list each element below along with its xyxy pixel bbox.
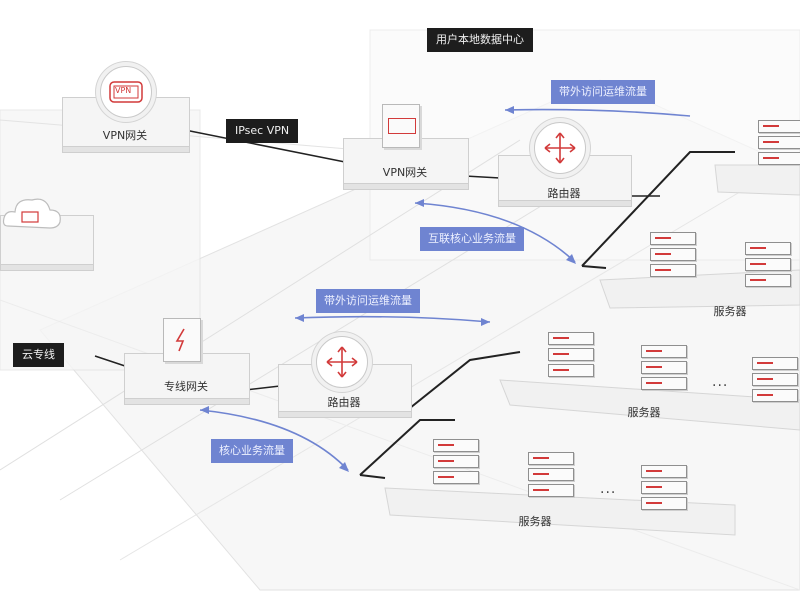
lightning-icon bbox=[175, 328, 185, 352]
router-bottom-icon bbox=[316, 336, 368, 388]
flow-mid-mgmt: 带外访问运维流量 bbox=[316, 289, 420, 313]
vpn-appliance-icon bbox=[382, 104, 420, 148]
server-bottom-c bbox=[641, 465, 687, 513]
dedicated-gateway-icon bbox=[163, 318, 201, 362]
cloud-link-tag: 云专线 bbox=[13, 343, 64, 367]
ipsec-vpn-tag: IPsec VPN bbox=[226, 119, 299, 143]
vpn-icon-text: VPN bbox=[115, 86, 132, 95]
vpn-symbol-icon bbox=[109, 81, 143, 103]
server-mid-b bbox=[641, 345, 687, 393]
datacenter-tag: 用户本地数据中心 bbox=[427, 28, 533, 52]
vpn-gateway-icon: VPN bbox=[100, 66, 152, 118]
flow-top-core: 互联核心业务流量 bbox=[420, 227, 524, 251]
cloud-icon bbox=[2, 198, 61, 229]
flow-top-mgmt: 带外访问运维流量 bbox=[551, 80, 655, 104]
router-bottom-label: 路由器 bbox=[327, 396, 361, 409]
servers-top-label: 服务器 bbox=[713, 305, 747, 318]
vpn-gateway-right-label: VPN网关 bbox=[382, 166, 428, 179]
vpn-gateway-left-label: VPN网关 bbox=[102, 129, 148, 142]
flow-bottom-core: 核心业务流量 bbox=[211, 439, 293, 463]
router-arrows-icon bbox=[544, 132, 576, 164]
servers-bottom-ellipsis: ··· bbox=[600, 485, 617, 501]
servers-mid-ellipsis: ··· bbox=[712, 378, 729, 394]
servers-bottom-label: 服务器 bbox=[518, 515, 552, 528]
vpn-screen-icon bbox=[388, 118, 416, 134]
router-top-icon bbox=[534, 122, 586, 174]
server-bottom-a bbox=[433, 439, 479, 487]
router-arrows-icon-2 bbox=[326, 346, 358, 378]
server-top-a bbox=[758, 120, 800, 168]
server-mid-a bbox=[548, 332, 594, 380]
server-top-b bbox=[650, 232, 696, 280]
dedicated-gateway-label: 专线网关 bbox=[164, 380, 208, 393]
router-top-label: 路由器 bbox=[547, 187, 581, 200]
server-top-c bbox=[745, 242, 791, 290]
servers-mid-label: 服务器 bbox=[627, 406, 661, 419]
server-bottom-b bbox=[528, 452, 574, 500]
server-mid-c bbox=[752, 357, 798, 405]
